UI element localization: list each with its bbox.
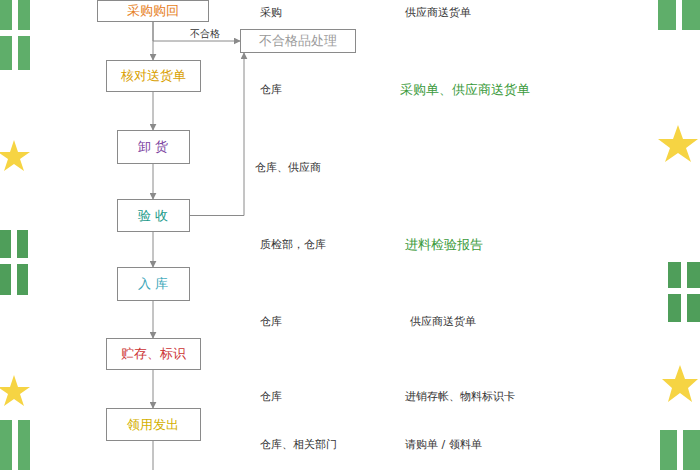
star	[0, 140, 30, 171]
note-label: 供应商送货单	[410, 314, 476, 330]
gift-box	[0, 420, 30, 470]
continuation-line	[153, 441, 154, 470]
flow-arrow	[153, 232, 154, 267]
gift-box	[658, 0, 700, 30]
note-label: 进销存帐、物料标识卡	[405, 389, 515, 405]
flow-arrow	[153, 92, 154, 130]
note-label: 仓库	[260, 82, 282, 98]
note-label: 质检部，仓库	[260, 237, 326, 253]
step-text: 采购购回	[127, 3, 179, 19]
process-box: 采购购回	[97, 0, 209, 22]
flow-arrow	[153, 370, 154, 408]
process-box: 核对送货单	[106, 60, 201, 92]
step-text: 入 库	[138, 276, 168, 292]
star	[658, 125, 698, 162]
process-box: 贮存、标识	[106, 338, 201, 370]
flow-arrow	[153, 22, 240, 41]
note-label: 仓库、相关部门	[260, 437, 337, 453]
step-text: 卸 货	[138, 139, 168, 155]
note-label: 仓库、供应商	[255, 160, 321, 176]
gift-box	[660, 430, 700, 470]
note-label: 采购	[260, 5, 282, 21]
gift-box	[0, 0, 30, 70]
note-label: 仓库	[260, 314, 282, 330]
star	[0, 375, 30, 406]
star	[662, 365, 698, 402]
step-text: 验 收	[138, 208, 168, 224]
process-box: 入 库	[117, 267, 190, 301]
reject-box: 不合格品处理	[240, 29, 356, 53]
process-box: 卸 货	[117, 130, 190, 164]
gift-box	[668, 262, 700, 322]
document-label: 进料检验报告	[405, 237, 483, 253]
process-box: 领用发出	[106, 408, 201, 441]
gift-box	[0, 230, 28, 295]
step-text: 核对送货单	[121, 68, 186, 84]
note-label: 供应商送货单	[405, 5, 471, 21]
step-text: 领用发出	[127, 417, 179, 433]
edge-label: 不合格	[188, 28, 222, 40]
step-text: 不合格品处理	[259, 33, 337, 49]
process-box: 验 收	[117, 199, 190, 232]
note-label: 仓库	[260, 389, 282, 405]
note-label: 请购单 / 领料单	[405, 437, 482, 453]
step-text: 贮存、标识	[121, 346, 186, 362]
document-label: 采购单、供应商送货单	[400, 82, 530, 98]
flow-arrow	[153, 164, 154, 199]
flow-arrow	[153, 301, 154, 338]
